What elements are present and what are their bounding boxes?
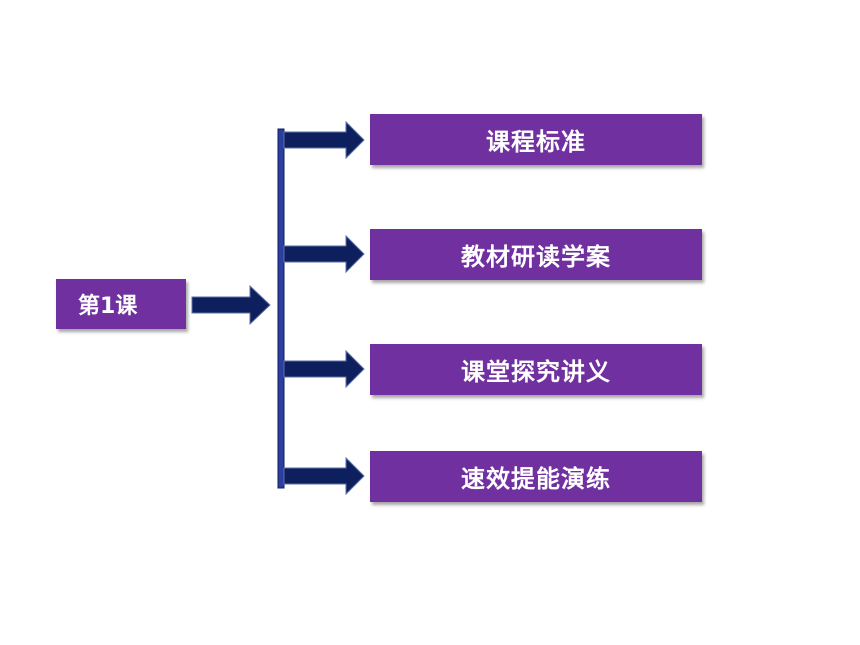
branch-arrow-4: [283, 456, 365, 496]
branch-arrow-2: [283, 234, 365, 274]
section-box-classroom-inquiry[interactable]: 课堂探究讲义: [370, 344, 702, 395]
branch-arrow-3: [283, 349, 365, 389]
section-label: 速效提能演练: [461, 465, 611, 493]
section-box-quick-practice[interactable]: 速效提能演练: [370, 451, 702, 502]
section-box-textbook-study[interactable]: 教材研读学案: [370, 229, 702, 280]
lesson-label: 第1课: [78, 294, 138, 319]
lesson-box[interactable]: 第1课: [56, 279, 186, 329]
bracket-line: [277, 128, 285, 489]
section-label: 教材研读学案: [461, 243, 611, 271]
section-label: 课程标准: [486, 128, 586, 156]
section-box-course-standard[interactable]: 课程标准: [370, 114, 702, 165]
main-arrow: [191, 284, 271, 326]
branch-arrow-1: [283, 120, 365, 160]
section-label: 课堂探究讲义: [461, 358, 611, 386]
